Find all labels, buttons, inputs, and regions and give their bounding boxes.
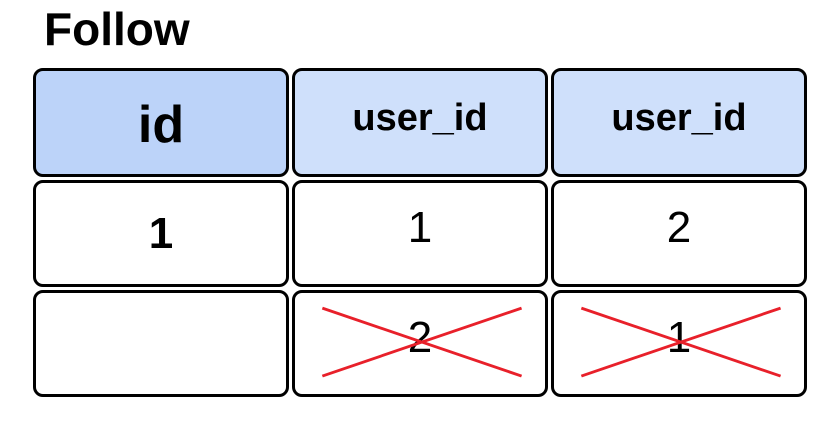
row-1-user-id-1-value: 1 [407,202,433,252]
header-cell-user-id-2: user_id [551,68,807,177]
row-1-user-id-2-value: 2 [666,202,692,252]
table-title: Follow [44,3,190,55]
row-2-id-cell [33,290,289,397]
strikethrough-cross-icon [580,306,782,378]
row-1-user-id-2-cell: 2 [551,180,807,287]
row-2-user-id-1-cell: 2 [292,290,548,397]
strike-line-b [580,306,782,378]
header-cell-user-id-1: user_id [292,68,548,177]
strikethrough-cross-icon [321,306,523,378]
header-label-user-id-1: user_id [352,97,488,139]
header-label-user-id-2: user_id [611,97,747,139]
strike-line-b [321,306,523,378]
row-2-user-id-1-value: 2 [407,312,433,362]
header-cell-id: id [33,68,289,177]
row-2-user-id-2-value: 1 [666,312,692,362]
header-label-id: id [137,95,185,154]
row-1-id-cell: 1 [33,180,289,287]
row-2-user-id-2-cell: 1 [551,290,807,397]
row-1-id-value: 1 [148,208,174,258]
row-1-user-id-1-cell: 1 [292,180,548,287]
